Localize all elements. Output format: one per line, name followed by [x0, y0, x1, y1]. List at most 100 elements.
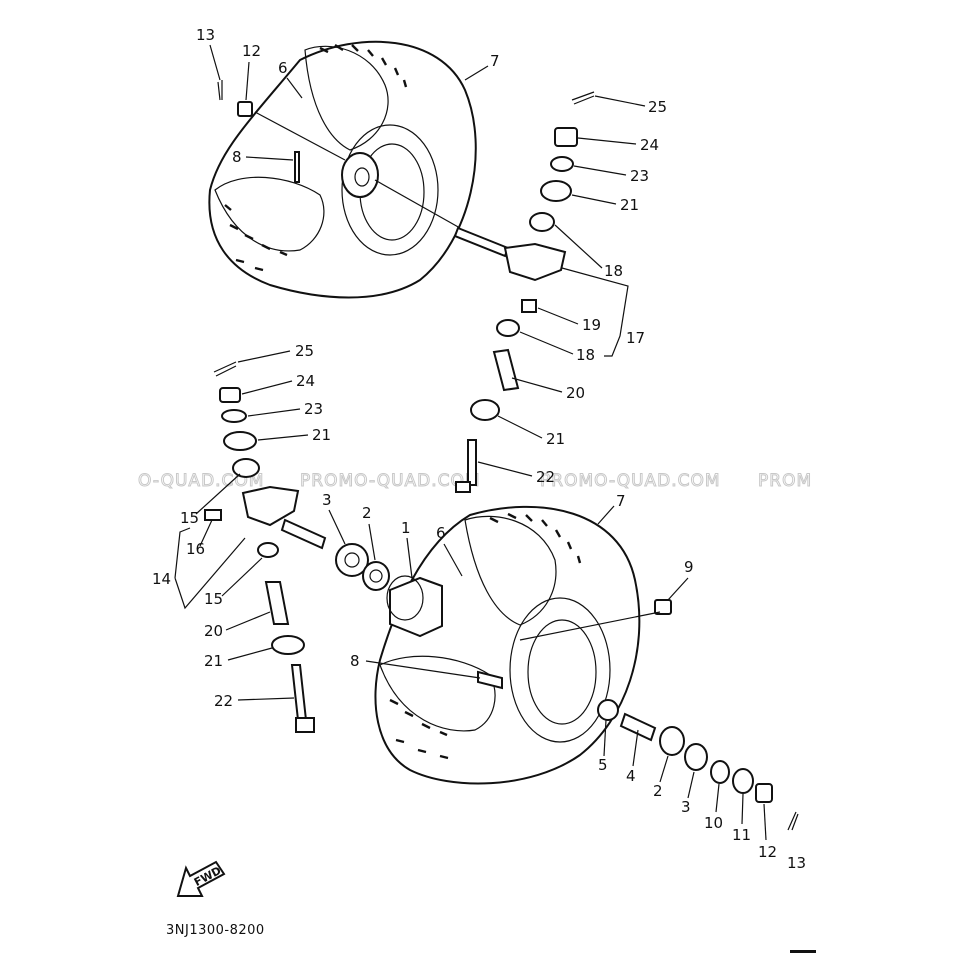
- r-bolt-head: [455, 481, 471, 493]
- callout-8-bottom: 8: [350, 652, 360, 670]
- callout-18a-right: 18: [604, 262, 623, 280]
- callout-13-top: 13: [196, 26, 215, 44]
- l-bush-bottom: [257, 542, 279, 558]
- top-rim: [341, 124, 439, 256]
- l-cotter-pin: [213, 361, 237, 377]
- callout-1-bottom: 1: [401, 519, 411, 537]
- forward-arrow-icon: FWD: [176, 860, 226, 897]
- r-bolt: [467, 439, 477, 486]
- bottom-hub-face: [386, 575, 424, 621]
- callout-12-top: 12: [242, 42, 261, 60]
- callout-14-left: 14: [152, 570, 171, 588]
- l-spindle: [280, 518, 327, 550]
- callout-21-right: 21: [620, 196, 639, 214]
- bearing-2-left: [362, 561, 390, 591]
- l-washer: [221, 409, 247, 423]
- callout-23-right: 23: [630, 167, 649, 185]
- r-grease-nipple: [521, 299, 537, 313]
- callout-3-bottom: 3: [322, 491, 332, 509]
- callout-23-left: 23: [304, 400, 323, 418]
- callout-2b-bottom: 2: [653, 782, 663, 800]
- watermark-4: PROM: [758, 471, 812, 491]
- callout-4-bottom: 4: [626, 767, 636, 785]
- r-collar-top: [540, 180, 572, 202]
- corner-mark: [790, 950, 816, 953]
- castle-nut-12: [755, 783, 773, 803]
- top-castle-nut: [237, 101, 253, 117]
- callout-10-bottom: 10: [704, 814, 723, 832]
- watermark-band: O-QUAD.COM PROMO-QUAD.COM PROMO-QUAD.COM…: [138, 471, 812, 492]
- callout-19-right: 19: [582, 316, 601, 334]
- callout-20-left: 20: [204, 622, 223, 640]
- callout-15a-left: 15: [180, 509, 199, 527]
- callout-20-right: 20: [566, 384, 585, 402]
- l-bolt-head: [295, 717, 315, 733]
- callout-2-bottom: 2: [362, 504, 372, 522]
- callout-22-left: 22: [214, 692, 233, 710]
- callout-21b-left: 21: [204, 652, 223, 670]
- l-grease-nipple: [204, 509, 222, 521]
- callout-12-bottom: 12: [758, 843, 777, 861]
- callout-25-right: 25: [648, 98, 667, 116]
- r-collar-pipe: [492, 348, 520, 392]
- top-tread: [224, 43, 408, 272]
- r-bush-top: [529, 212, 555, 232]
- top-wheel-assembly: [208, 40, 510, 299]
- l-collar-bottom: [271, 635, 305, 655]
- cotter-pin-13: [787, 811, 799, 831]
- r-bush-bottom: [496, 319, 520, 337]
- collar-10: [710, 760, 730, 784]
- bearing-3-right: [684, 743, 708, 771]
- callout-8-top: 8: [232, 148, 242, 166]
- l-collar-top: [223, 431, 257, 451]
- spacer-4: [619, 712, 657, 742]
- bottom-rim: [509, 597, 611, 743]
- l-knuckle: [241, 485, 300, 527]
- watermark-3: PROMO-QUAD.COM: [540, 471, 721, 491]
- callout-25-left: 25: [295, 342, 314, 360]
- bottom-rim-inner: [527, 619, 597, 725]
- callout-3b-bottom: 3: [681, 798, 691, 816]
- callout-18b-right: 18: [576, 346, 595, 364]
- callout-21b-right: 21: [546, 430, 565, 448]
- top-axle: [453, 226, 510, 258]
- callout-11-bottom: 11: [732, 826, 751, 844]
- watermark-1: O-QUAD.COM: [138, 471, 264, 491]
- l-collar-pipe: [264, 581, 290, 625]
- bearing-2-right: [659, 726, 685, 756]
- callout-24-right: 24: [640, 136, 659, 154]
- r-washer: [550, 156, 574, 172]
- callout-17-right: 17: [626, 329, 645, 347]
- callout-22-right: 22: [536, 468, 555, 486]
- callout-15b-left: 15: [204, 590, 223, 608]
- callout-24-left: 24: [296, 372, 315, 390]
- nut-9: [654, 599, 672, 615]
- right-knuckle-stack: [455, 91, 595, 493]
- top-hub: [341, 152, 379, 198]
- bottom-tire: [374, 505, 641, 785]
- bottom-tire-cutaway-lower: [379, 655, 496, 732]
- left-knuckle-stack: [204, 361, 327, 733]
- oil-seal-5: [597, 699, 619, 721]
- r-cotter-pin: [571, 91, 595, 105]
- top-valve-stem: [294, 151, 300, 183]
- bearing-3-left: [335, 543, 369, 577]
- top-hub-bore: [354, 167, 370, 187]
- callout-6-bottom: 6: [436, 524, 446, 542]
- top-tire-cutaway-upper: [304, 45, 389, 151]
- callout-9-bottom: 9: [684, 558, 694, 576]
- l-bush-top: [232, 458, 260, 478]
- bottom-valve-stem: [477, 670, 503, 690]
- callout-7-top: 7: [490, 52, 500, 70]
- callout-13-bottom: 13: [787, 854, 806, 872]
- r-collar-bottom: [470, 399, 500, 421]
- callout-6-top: 6: [278, 59, 288, 77]
- callout-5-bottom: 5: [598, 756, 608, 774]
- r-knuckle: [503, 242, 567, 282]
- l-bolt: [290, 664, 308, 721]
- diagram-code: 3NJ1300-8200: [166, 923, 265, 938]
- r-castle-nut: [554, 127, 578, 147]
- bottom-hub: [389, 576, 443, 638]
- bottom-tire-cutaway-upper: [464, 515, 557, 626]
